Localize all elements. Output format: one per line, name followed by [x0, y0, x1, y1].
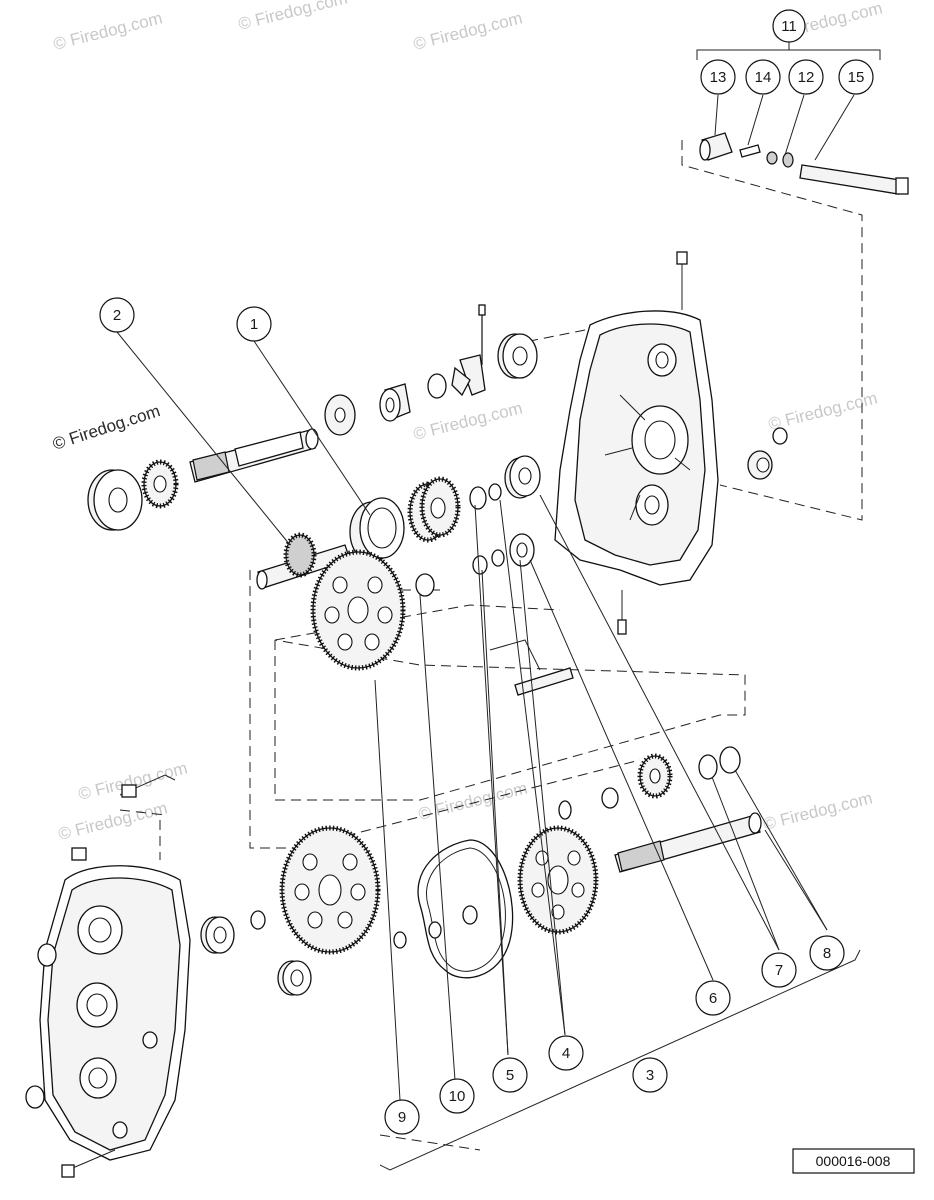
housing-cover-right: [554, 251, 788, 635]
callout-label: 10: [449, 1088, 466, 1105]
watermark: © Firedog.com: [411, 398, 524, 443]
upper-shaft-assembly: [87, 304, 538, 531]
bearing-lower-left: [200, 916, 235, 954]
shift-shaft: [489, 639, 574, 696]
callout-label: 1: [250, 316, 258, 333]
callout-3: 3: [632, 1057, 668, 1093]
callout-label: 11: [781, 18, 797, 35]
callout-label: 3: [646, 1067, 654, 1084]
callout-9: 9: [384, 1099, 420, 1135]
sleeve-1: [349, 497, 405, 563]
shaft-2: [256, 532, 351, 590]
bearing-left: [87, 469, 143, 531]
large-gear-upper: [310, 549, 406, 671]
callout-label: 8: [823, 945, 831, 962]
washer: [491, 549, 505, 567]
callout-label: 2: [113, 307, 121, 324]
callout-label: 4: [562, 1045, 570, 1062]
callout-12: 12: [788, 59, 824, 95]
callout-label: 5: [506, 1067, 514, 1084]
shift-rod-assembly: [699, 132, 909, 195]
washer: [415, 573, 435, 597]
washer: [469, 486, 487, 510]
assembly-guide-lines: [119, 140, 863, 1151]
hub: [379, 383, 411, 422]
shift-fork: [451, 304, 486, 397]
callout-label: 15: [848, 69, 865, 86]
washer: [601, 787, 619, 809]
watermark: © Firedog.com: [51, 8, 164, 53]
reference-code: 000016-008: [816, 1153, 891, 1169]
output-shaft: [614, 812, 762, 873]
bearing-lower-left-2: [277, 960, 312, 996]
bearing-race: [719, 746, 741, 774]
callout-label: 7: [775, 962, 783, 979]
watermark: © Firedog.com: [236, 0, 349, 34]
callout-1: 1: [236, 306, 272, 342]
washer: [462, 905, 478, 925]
large-gear-lower: [517, 825, 599, 935]
washer: [472, 555, 488, 575]
callout-11: 11: [772, 9, 806, 43]
reference-code-box: 000016-008: [792, 1148, 915, 1174]
callout-14: 14: [745, 59, 781, 95]
output-small-gear: [637, 753, 673, 799]
watermark-layer: © Firedog.com © Firedog.com © Firedog.co…: [50, 0, 884, 844]
watermark: © Firedog.com: [411, 8, 524, 53]
callout-6: 6: [695, 980, 731, 1016]
watermark: © Firedog.com: [761, 788, 874, 833]
washer: [393, 931, 407, 949]
callout-10: 10: [439, 1078, 475, 1114]
thrust-washer: [324, 394, 356, 436]
double-gear: [407, 476, 461, 543]
collar: [427, 373, 447, 399]
washer: [428, 921, 442, 939]
small-gear: [141, 459, 179, 509]
callout-7: 7: [761, 952, 797, 988]
bearing-mid: [504, 455, 541, 499]
callout-label: 14: [755, 69, 772, 86]
callout-2: 2: [99, 297, 135, 333]
middle-gear-cluster: [256, 455, 574, 696]
callout-13: 13: [700, 59, 736, 95]
callout-label: 6: [709, 990, 717, 1007]
lower-shaft-assembly: [200, 746, 762, 996]
callout-4: 4: [548, 1035, 584, 1071]
watermark-prominent: © Firedog.com: [50, 401, 162, 454]
washer: [488, 483, 502, 501]
large-gear-lower-left: [279, 825, 381, 955]
leader-lines: [116, 42, 881, 1171]
callout-8: 8: [809, 935, 845, 971]
watermark: © Firedog.com: [56, 798, 169, 843]
callout-15: 15: [838, 59, 874, 95]
snap-ring: [558, 800, 572, 820]
housing-case-left: [25, 774, 191, 1178]
bearing-race: [698, 754, 718, 780]
bearing-upper-right: [497, 333, 538, 379]
callout-label: 13: [710, 69, 727, 86]
callout-5: 5: [492, 1057, 528, 1093]
snap-ring: [250, 910, 266, 930]
callout-label: 9: [398, 1109, 406, 1126]
callout-label: 12: [798, 69, 815, 86]
input-shaft: [189, 428, 319, 483]
bearing-mid-lower: [509, 533, 535, 567]
